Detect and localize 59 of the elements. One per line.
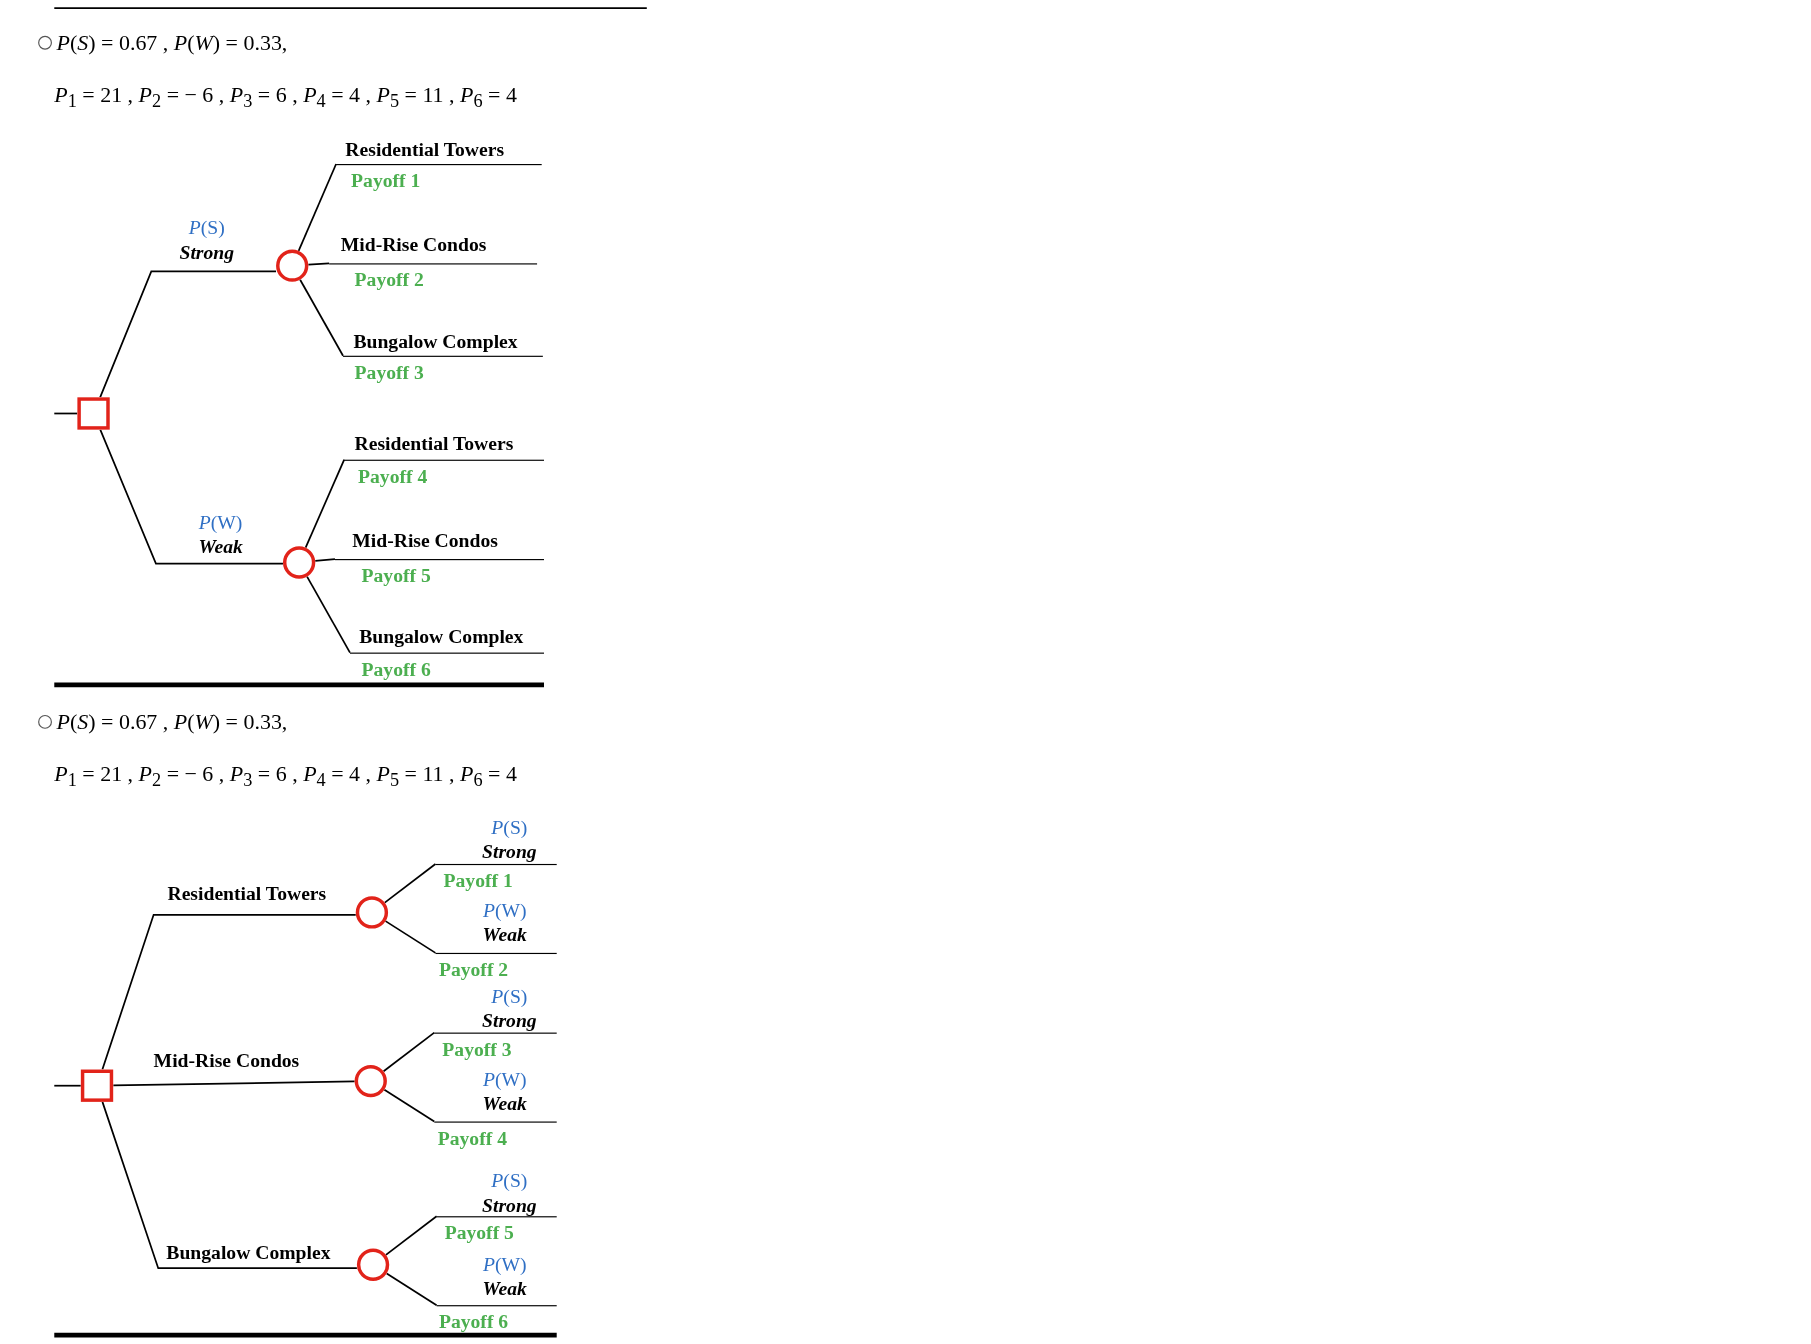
branch-line [385, 1215, 438, 1256]
probability-label: P(W) Weak [482, 1067, 527, 1116]
branch-label: Mid-Rise Condos [153, 1049, 300, 1073]
payoff-text: Payoff 4 [434, 1121, 557, 1151]
branch-label: Bungalow Complex [353, 330, 518, 354]
branch-label: Mid-Rise Condos [340, 233, 487, 257]
payoff-text: Payoff 1 [435, 863, 557, 893]
payoff-text: Payoff 2 [329, 263, 538, 293]
probability-label: P(W) Weak [198, 510, 243, 559]
decision-node-square [80, 1069, 114, 1102]
payoff-text: Payoff 6 [349, 652, 544, 682]
probability-label: P(W) Weak [482, 898, 527, 948]
branch-line [101, 913, 357, 1071]
payoff-text: Payoff 6 [436, 1305, 557, 1335]
payoff-text: Payoff 3 [343, 355, 543, 385]
branch-label: Residential Towers [354, 433, 514, 457]
chance-node-circle [283, 546, 316, 579]
branch-line [383, 1088, 436, 1123]
payoff-text: Payoff 5 [436, 1216, 557, 1246]
probability-label: P(S) Strong [482, 815, 537, 864]
payoff-values-text: P$_{1}$ = 21 , P$_{2}$ = − 6 , P$_{3}$ = 6 , P$_{4}$ = 4 , P$_{5}$ = 11 , P$_{6}$ = 4 [54, 82, 517, 112]
probability-label: P(S) Strong [482, 984, 537, 1033]
branch-line [385, 1272, 438, 1306]
branch-line [314, 558, 336, 562]
branch-label: Residential Towers [345, 138, 505, 162]
branch-line [304, 458, 346, 549]
branch-line [299, 278, 344, 357]
branch-line [99, 428, 284, 565]
probability-label: P(W) Weak [482, 1252, 527, 1301]
branch-line [307, 262, 331, 266]
probability-label: P(S) Strong [482, 1169, 537, 1218]
chance-node-circle [276, 249, 309, 282]
chance-node-circle [354, 1064, 387, 1098]
branch-line [99, 270, 277, 399]
branch-line [101, 1101, 358, 1270]
probability-text: P(S) = 0.67 , P(W) = 0.33, [56, 709, 288, 735]
branch-line [306, 575, 351, 654]
payoff-text: Payoff 4 [344, 459, 544, 489]
branch-label: Mid-Rise Condos [352, 530, 498, 554]
branch-line [297, 163, 337, 252]
branch-label: Bungalow Complex [359, 626, 524, 650]
branch-line [383, 863, 437, 904]
payoff-text: Payoff 1 [336, 164, 542, 193]
chance-node-circle [355, 896, 389, 929]
branch-line [384, 920, 437, 954]
payoff-text: Payoff 3 [434, 1032, 557, 1062]
branch-label: Residential Towers [167, 882, 327, 906]
branch-line [382, 1031, 436, 1073]
branch-line [53, 412, 79, 415]
decision-node-square [77, 397, 110, 430]
payoff-text: Payoff 5 [334, 559, 544, 588]
probability-label: P(S) Strong [179, 216, 235, 265]
branch-label: Bungalow Complex [166, 1241, 331, 1265]
payoff-values-text: P$_{1}$ = 21 , P$_{2}$ = − 6 , P$_{3}$ = 6 , P$_{4}$ = 4 , P$_{5}$ = 11 , P$_{6}$ = 4 [54, 761, 517, 792]
payoff-text: Payoff 2 [435, 952, 557, 982]
probability-text: P(S) = 0.67 , P(W) = 0.33, [56, 30, 288, 56]
chance-node-circle [356, 1248, 390, 1281]
branch-line [112, 1080, 356, 1087]
branch-line [53, 1084, 82, 1087]
